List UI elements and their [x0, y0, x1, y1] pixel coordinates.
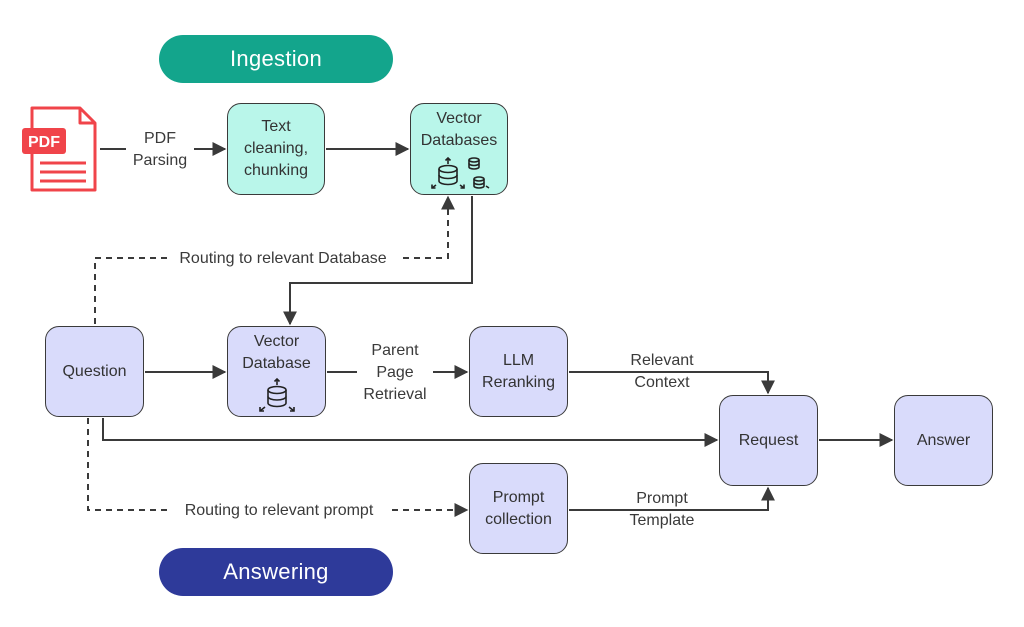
- ingestion-section-label: Ingestion: [159, 35, 393, 83]
- pdf-file-icon: PDF: [22, 106, 97, 192]
- llm-reranking-node: LLM Reranking: [469, 326, 568, 417]
- edge-prompt-to-request: [569, 486, 775, 511]
- prompt-collection-label: Prompt collection: [485, 488, 552, 528]
- answer-label: Answer: [916, 431, 971, 449]
- edge-route-prompt: [87, 418, 469, 517]
- routing-prompt-edge-label: Routing to relevant prompt: [171, 500, 387, 522]
- request-node: Request: [719, 395, 818, 486]
- request-label: Request: [738, 431, 799, 449]
- edge-vdbs-to-vdb: [283, 196, 473, 326]
- relevant-context-edge-label: Relevant Context: [630, 352, 694, 391]
- prompt-collection-node: Prompt collection: [469, 463, 568, 554]
- database-icon: [258, 377, 295, 412]
- vector-databases-node: Vector Databases: [410, 103, 508, 195]
- routing-database-edge-label: Routing to relevant Database: [168, 248, 398, 270]
- question-label: Question: [62, 362, 127, 380]
- vector-database-node: Vector Database: [227, 326, 326, 417]
- answering-section-label: Answering: [159, 548, 393, 596]
- edge-llm-to-request: [569, 371, 775, 395]
- vector-databases-label: Vector Databases: [420, 110, 498, 149]
- vector-database-label: Vector Database: [242, 333, 311, 372]
- text-cleaning-label: Text cleaning, chunking: [243, 118, 309, 179]
- parent-page-retrieval-edge-label: Parent Page Retrieval: [363, 342, 427, 403]
- question-node: Question: [45, 326, 144, 417]
- pdf-parsing-edge-label: PDF Parsing: [132, 130, 188, 169]
- pdf-badge-text: PDF: [28, 134, 60, 151]
- answer-node: Answer: [894, 395, 993, 486]
- llm-reranking-label: LLM Reranking: [482, 351, 555, 391]
- edge-question-to-request: [102, 418, 719, 447]
- databases-icon: [431, 156, 490, 189]
- text-cleaning-node: Text cleaning, chunking: [227, 103, 325, 195]
- prompt-template-edge-label: Prompt Template: [629, 490, 695, 529]
